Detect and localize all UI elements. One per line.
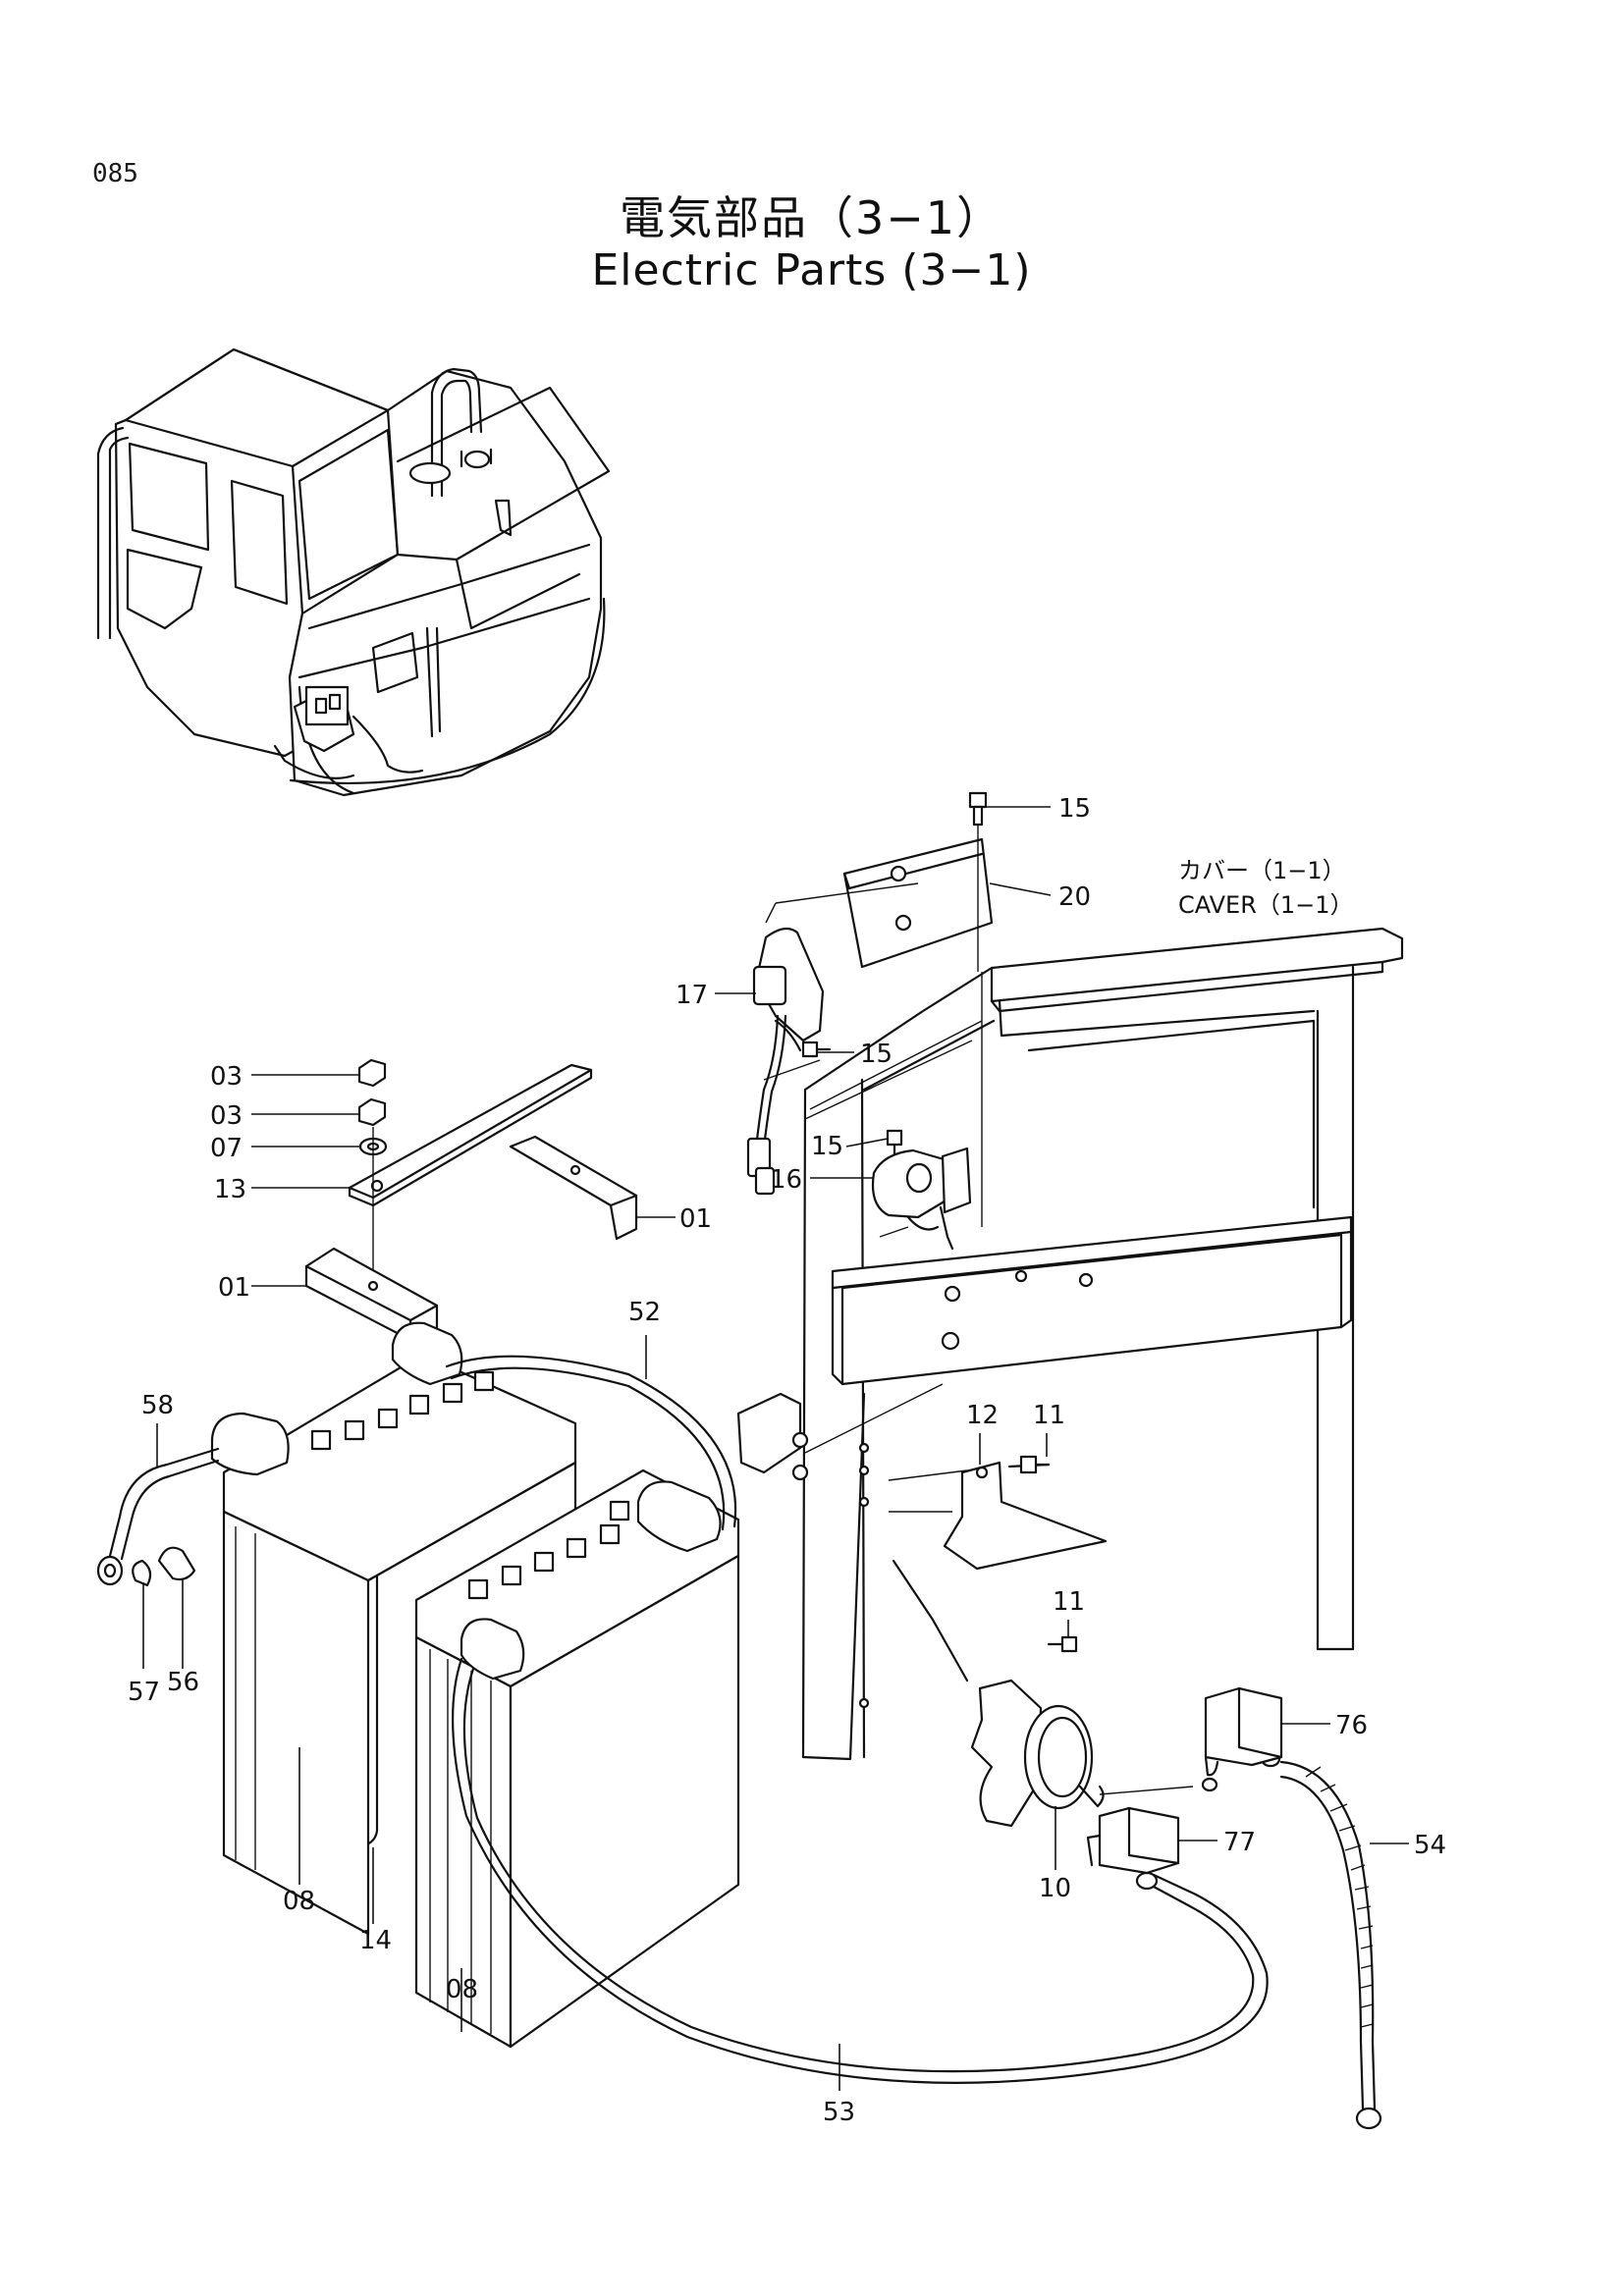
cover-ref-en: CAVER（1−1）: [1178, 891, 1354, 919]
leader-lines: [142, 806, 1409, 2091]
relay-17-with-bracket-20: [746, 837, 994, 1196]
frame-cover: [736, 927, 1404, 1761]
callout-54: 54: [1414, 1831, 1446, 1860]
title-english: Electric Parts (3−1): [591, 245, 1032, 295]
callout-08-left: 08: [283, 1887, 315, 1916]
callout-15-top: 15: [1058, 794, 1091, 824]
callout-16: 16: [770, 1165, 802, 1195]
title-japanese: 電気部品（3−1）: [619, 191, 1004, 244]
relay-16: [871, 1129, 972, 1251]
callout-17: 17: [676, 981, 708, 1010]
callout-01-left: 01: [218, 1273, 250, 1303]
callout-20: 20: [1058, 882, 1091, 912]
callout-52: 52: [628, 1298, 661, 1327]
callout-01-right: 01: [679, 1204, 712, 1234]
callout-12: 12: [966, 1401, 999, 1430]
callout-14: 14: [359, 1926, 392, 1955]
cover-ref-jp: カバー（1−1）: [1178, 857, 1346, 884]
callout-57: 57: [128, 1678, 160, 1707]
callout-76: 76: [1335, 1711, 1368, 1740]
callout-15-mid: 15: [860, 1040, 893, 1069]
bolt-15-top: [968, 791, 988, 1227]
callout-53: 53: [823, 2098, 855, 2127]
callout-08-right: 08: [446, 1975, 478, 2004]
callout-03-a: 03: [210, 1062, 243, 1092]
callout-56: 56: [167, 1668, 199, 1697]
callout-13: 13: [214, 1175, 246, 1204]
callout-58: 58: [141, 1391, 174, 1420]
callout-07: 07: [210, 1134, 243, 1163]
callout-11-top: 11: [1033, 1401, 1065, 1430]
machine-overview-illustration: [96, 347, 611, 797]
callout-77: 77: [1223, 1828, 1256, 1857]
page-number: 085: [92, 159, 138, 188]
battery-right: [414, 1468, 740, 2049]
battery-hold-down: [304, 1058, 638, 1849]
callout-11-bottom: 11: [1053, 1587, 1085, 1617]
battery-left: [210, 1321, 577, 1936]
callout-15-low: 15: [811, 1132, 843, 1161]
horn-bracket: [888, 1455, 1108, 1571]
callout-03-b: 03: [210, 1101, 243, 1131]
callout-10: 10: [1039, 1874, 1071, 1903]
horn-assembly: [892, 1559, 1283, 1875]
callout-labels: 15 20 17 15 15 16 03 03 07 13 01 01 52 1…: [128, 794, 1446, 2127]
